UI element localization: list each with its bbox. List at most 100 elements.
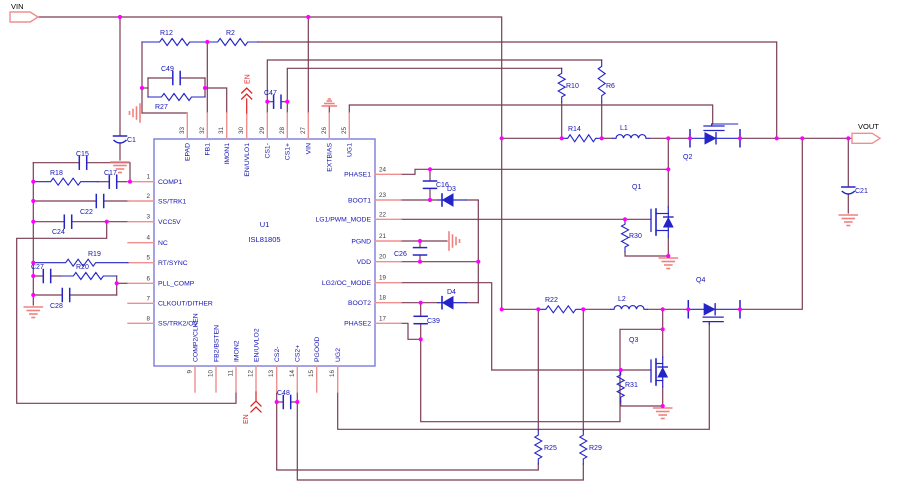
component-d3[interactable]: D3 [437, 186, 467, 207]
body-diode-triangle[interactable] [662, 216, 674, 228]
component-c1[interactable]: C1 [112, 135, 137, 144]
resistor-symbol[interactable] [561, 133, 603, 143]
resistor-symbol[interactable] [616, 369, 626, 403]
terminal-label: VOUT [858, 122, 879, 131]
label-c15: C15 [76, 151, 89, 158]
terminal-vin[interactable]: VIN [9, 2, 40, 23]
junction-dot [104, 219, 109, 224]
component-r14[interactable]: R14 [561, 126, 603, 143]
label-q1: Q1 [632, 184, 641, 191]
component-c28[interactable]: C28 [50, 287, 71, 311]
resistor-symbol[interactable] [533, 429, 543, 465]
component-r18[interactable]: R18 [32, 170, 99, 187]
en-chevron[interactable] [240, 93, 253, 100]
pin-23-number: 23 [379, 192, 387, 199]
resistor-symbol[interactable] [578, 429, 588, 465]
junction-dot [666, 136, 671, 141]
component-d4[interactable]: D4 [437, 289, 467, 310]
label-c21: C21 [855, 188, 868, 195]
inductor-symbol[interactable] [612, 133, 650, 139]
junction-dot [559, 136, 564, 141]
capacitor-curved-plate[interactable] [841, 190, 856, 195]
label-r19: R19 [88, 251, 101, 258]
en-chevron[interactable] [250, 400, 262, 407]
resistor-symbol[interactable] [537, 304, 584, 314]
label-r10: R10 [566, 83, 579, 90]
component-q3[interactable]: Q3 [629, 337, 669, 388]
component-r22[interactable]: R22 [537, 297, 584, 314]
pin-10-number: 10 [208, 370, 215, 378]
capacitor-curved-plate[interactable] [112, 139, 128, 144]
inductor-symbol[interactable] [610, 304, 648, 310]
component-c22[interactable]: C22 [80, 193, 105, 217]
component-c16[interactable]: C16 [422, 180, 449, 190]
body-diode-triangle[interactable] [657, 366, 669, 378]
wire-segment [16, 221, 237, 404]
component-r12[interactable]: R12 [141, 30, 208, 47]
terminal-flag[interactable] [851, 132, 882, 145]
resistor-symbol[interactable] [141, 37, 208, 47]
diode-triangle[interactable] [441, 193, 454, 207]
label-r27: R27 [155, 104, 168, 111]
component-r10[interactable]: R10 [557, 67, 579, 103]
component-c48[interactable]: C48 [277, 390, 292, 410]
en-offpage-flag-2[interactable]: EN [243, 391, 262, 424]
en-offpage-flag-1[interactable]: EN [240, 74, 253, 114]
component-q2[interactable]: Q2 [683, 123, 741, 161]
pin-15-number: 15 [308, 370, 315, 378]
component-q1[interactable]: Q1 [632, 184, 674, 238]
resistor-symbol[interactable] [557, 67, 567, 103]
en-chevron[interactable] [240, 87, 253, 94]
pin-30-name: EN/UVLO1 [244, 143, 251, 177]
label-c16: C16 [436, 182, 449, 189]
pin-9-number: 9 [187, 370, 194, 374]
resistor-symbol[interactable] [32, 258, 129, 268]
label-l1: L1 [620, 125, 628, 132]
component-r27[interactable]: R27 [147, 92, 206, 112]
pin-12-name: EN/UVLO2 [253, 328, 260, 362]
component-c24[interactable]: C24 [52, 214, 73, 236]
resistor-symbol[interactable] [147, 92, 206, 102]
ic-body[interactable] [153, 138, 376, 367]
resistor-symbol[interactable] [597, 59, 607, 103]
ic-u1-isl81805[interactable]: U1ISL818051COMP12SS/TRK13VCC5V4NC5RT/SYN… [127, 112, 402, 393]
pin-3-number: 3 [146, 214, 150, 221]
component-r30[interactable]: R30 [620, 218, 642, 253]
resistor-symbol[interactable] [620, 218, 630, 253]
wire-segment [286, 67, 563, 114]
component-r6[interactable]: R6 [597, 59, 615, 103]
body-diode-triangle[interactable] [704, 131, 717, 145]
component-r2[interactable]: R2 [206, 30, 259, 47]
pin-1-name: COMP1 [158, 179, 182, 186]
terminal-vout[interactable]: VOUT [851, 122, 882, 145]
pin-7-number: 7 [146, 295, 150, 302]
component-r25[interactable]: R25 [533, 429, 557, 465]
en-chevron[interactable] [250, 406, 262, 413]
component-l1[interactable]: L1 [612, 125, 650, 139]
junction-dot [139, 85, 145, 91]
terminal-flag[interactable] [9, 11, 40, 23]
component-r19[interactable]: R19 [32, 251, 129, 268]
component-c26[interactable]: C26 [394, 246, 428, 258]
component-r20[interactable]: R20 [59, 264, 118, 281]
component-c39[interactable]: C39 [413, 315, 440, 325]
component-c21[interactable]: C21 [841, 186, 868, 195]
component-r29[interactable]: R29 [578, 429, 602, 465]
resistor-symbol[interactable] [59, 271, 118, 281]
component-c17[interactable]: C17 [104, 170, 118, 189]
component-r31[interactable]: R31 [616, 369, 638, 403]
component-c47[interactable]: C47 [264, 90, 282, 109]
ground-icon [128, 103, 141, 123]
component-c27[interactable]: C27 [31, 264, 52, 284]
pin-3-name: VCC5V [158, 219, 181, 226]
component-c49[interactable]: C49 [161, 66, 181, 86]
resistor-symbol[interactable] [32, 177, 99, 187]
junction-dot [205, 39, 210, 45]
component-l2[interactable]: L2 [610, 296, 648, 310]
component-c15[interactable]: C15 [76, 151, 89, 170]
junction-dot [536, 307, 541, 312]
diode-triangle[interactable] [441, 295, 454, 310]
body-diode-triangle[interactable] [703, 302, 716, 316]
pin-21-name: PGND [351, 238, 371, 245]
resistor-symbol[interactable] [206, 37, 259, 47]
